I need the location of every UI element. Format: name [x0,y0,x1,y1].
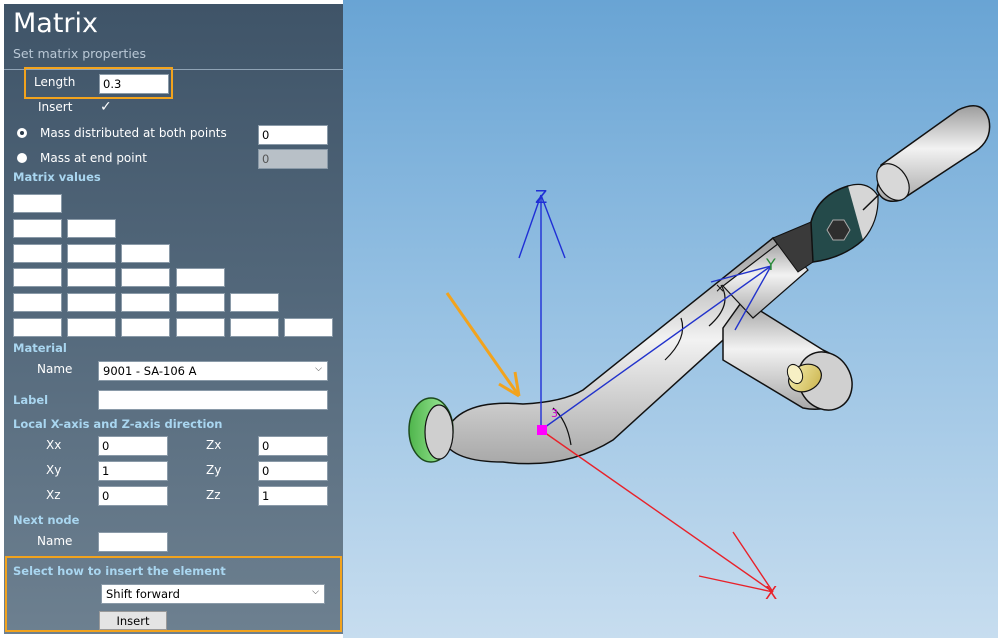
model-canvas[interactable]: Z X Y × 3 [343,0,998,638]
material-name-label: Name [37,362,73,376]
matrix-cell-r6-c2[interactable] [67,318,116,337]
matrix-cell-r6-c6[interactable] [284,318,333,337]
length-label: Length [34,75,76,89]
matrix-cell-r6-c4[interactable] [176,318,225,337]
end-cylinder[interactable] [870,105,991,207]
insert-label: Insert [38,100,73,114]
mass-both-label: Mass distributed at both points [40,126,227,140]
tee-branch[interactable] [722,298,863,420]
3d-model-viewport[interactable]: Z X Y × 3 [343,0,998,638]
material-section-label: Material [13,341,67,355]
insert-method-select[interactable]: Shift forward ⌵ [101,584,325,604]
length-highlight-box [24,67,173,99]
matrix-cell-r3-c3[interactable] [121,244,170,263]
local-axis-section-label: Local X-axis and Z-axis direction [13,417,223,431]
node-3[interactable]: 3 [537,407,558,435]
y-axis-label: Y [765,255,776,274]
matrix-cell-r5-c4[interactable] [176,293,225,312]
matrix-properties-panel: Matrix Set matrix properties Length Inse… [4,4,343,634]
insert-button[interactable]: Insert [99,611,167,630]
panel-subtitle: Set matrix properties [13,46,147,61]
z-axis-label: Z [535,187,547,208]
zy-input[interactable] [258,461,328,481]
next-node-name-input[interactable] [98,532,168,552]
mass-both-radio[interactable] [17,128,27,138]
matrix-cell-r5-c5[interactable] [230,293,279,312]
panel-title: Matrix [13,8,99,39]
xx-label: Xx [46,438,62,452]
matrix-cell-r6-c1[interactable] [13,318,62,337]
local-x-mark: × [715,281,725,295]
matrix-cell-r4-c4[interactable] [176,268,225,287]
mass-end-input [258,149,328,169]
matrix-cell-r3-c2[interactable] [67,244,116,263]
zz-input[interactable] [258,486,328,506]
x-axis-label: X [765,583,777,604]
xz-label: Xz [46,488,61,502]
matrix-cell-r5-c3[interactable] [121,293,170,312]
matrix-cell-r2-c1[interactable] [13,219,62,238]
upper-pipe[interactable] [722,221,814,319]
valve[interactable] [810,175,899,263]
insert-method-section-label: Select how to insert the element [13,564,226,578]
matrix-cell-r6-c3[interactable] [121,318,170,337]
matrix-cell-r3-c1[interactable] [13,244,62,263]
xz-input[interactable] [98,486,168,506]
length-input[interactable] [99,74,169,94]
zz-label: Zz [206,488,221,502]
next-node-name-label: Name [37,534,73,548]
matrix-cell-r2-c2[interactable] [67,219,116,238]
zx-label: Zx [206,438,222,452]
matrix-cell-r5-c1[interactable] [13,293,62,312]
insert-method-select-value: Shift forward [106,587,180,601]
insert-method-highlight-box [5,556,342,632]
matrix-cell-r4-c3[interactable] [121,268,170,287]
next-node-section-label: Next node [13,513,80,527]
mass-end-radio[interactable] [17,153,27,163]
label-section-label: Label [13,393,49,407]
matrix-cell-r1-c1[interactable] [13,194,62,213]
flange[interactable] [408,397,454,463]
title-divider [4,69,343,70]
node-label: 3 [551,407,558,420]
chevron-down-icon: ⌵ [312,587,319,597]
matrix-cell-r6-c5[interactable] [230,318,279,337]
pointer-arrow [445,292,521,398]
local-axis-arrow: Y × [540,255,776,431]
matrix-cell-r4-c1[interactable] [13,268,62,287]
chevron-down-icon: ⌵ [315,364,322,374]
material-select[interactable]: 9001 - SA-106 A ⌵ [98,361,328,381]
matrix-values-label: Matrix values [13,170,101,184]
mass-both-input[interactable] [258,125,328,145]
xy-input[interactable] [98,461,168,481]
material-select-value: 9001 - SA-106 A [103,364,197,378]
label-input[interactable] [98,390,328,410]
insert-checkbox[interactable]: ✓ [100,99,112,115]
matrix-cell-r5-c2[interactable] [67,293,116,312]
xx-input[interactable] [98,436,168,456]
xy-label: Xy [46,463,62,477]
matrix-cell-r4-c2[interactable] [67,268,116,287]
mass-end-label: Mass at end point [40,151,147,165]
global-x-axis: X [540,429,777,604]
zx-input[interactable] [258,436,328,456]
zy-label: Zy [206,463,222,477]
global-z-axis: Z [518,187,566,425]
